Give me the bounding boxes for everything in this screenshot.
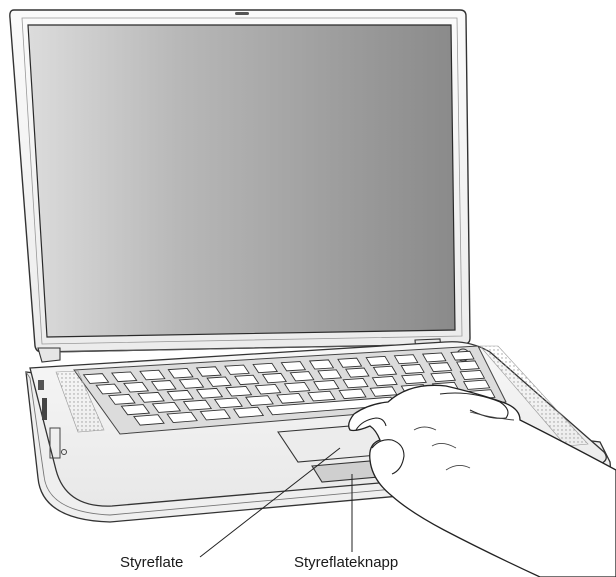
right-speaker-grille bbox=[479, 345, 589, 447]
keyboard-key[interactable] bbox=[450, 350, 475, 361]
keyboard-key[interactable] bbox=[206, 376, 232, 387]
keyboard-key[interactable] bbox=[195, 366, 222, 377]
keyboard-key[interactable] bbox=[82, 373, 110, 384]
keyboard-key[interactable] bbox=[307, 390, 336, 402]
camera-slot bbox=[235, 12, 249, 15]
keyboard-key[interactable] bbox=[107, 393, 136, 405]
keyboard-key[interactable] bbox=[224, 364, 250, 375]
keyboard-key[interactable] bbox=[150, 380, 177, 391]
label-trackpad: Styreflate bbox=[120, 554, 184, 571]
label-trackpad-button: Styreflateknapp bbox=[294, 554, 399, 571]
keyboard-key[interactable] bbox=[308, 359, 335, 370]
keyboard-key[interactable] bbox=[252, 362, 279, 374]
keyboard-key[interactable] bbox=[182, 399, 213, 411]
keyboard-key[interactable] bbox=[371, 375, 398, 387]
keyboard-key[interactable] bbox=[459, 370, 486, 381]
keyboard-key[interactable] bbox=[283, 381, 311, 393]
keyboard-key[interactable] bbox=[393, 354, 419, 365]
keyboard-key[interactable] bbox=[261, 372, 287, 384]
keyboard-key[interactable] bbox=[338, 388, 367, 400]
keyboard-key[interactable] bbox=[234, 374, 260, 386]
keyboard-key[interactable] bbox=[151, 401, 182, 413]
keyboard-key[interactable] bbox=[213, 397, 243, 409]
keyboard-key[interactable] bbox=[95, 383, 122, 395]
keyboard-key[interactable] bbox=[167, 368, 194, 379]
keyboard-key[interactable] bbox=[139, 369, 166, 381]
hand bbox=[348, 384, 616, 577]
keyboard-key[interactable] bbox=[400, 373, 427, 385]
keyboard-key[interactable] bbox=[245, 395, 274, 406]
keyboard-key[interactable] bbox=[195, 387, 224, 399]
keyboard-key[interactable] bbox=[430, 372, 457, 383]
keyboard-key[interactable] bbox=[462, 379, 491, 390]
keyboard-key[interactable] bbox=[337, 357, 363, 368]
keyboard-key[interactable] bbox=[110, 371, 138, 383]
keyboard-key[interactable] bbox=[199, 409, 232, 421]
keyboard-key[interactable] bbox=[280, 361, 307, 372]
keyboard-key[interactable] bbox=[345, 367, 370, 378]
keyboard-key[interactable] bbox=[369, 386, 398, 397]
side-ports bbox=[38, 380, 67, 459]
keyboard-key[interactable] bbox=[428, 362, 453, 373]
keyboard-key[interactable] bbox=[166, 411, 198, 424]
keyboard-key[interactable] bbox=[276, 392, 305, 404]
keyboard-key[interactable] bbox=[317, 369, 343, 380]
keyboard-key[interactable] bbox=[120, 404, 151, 416]
screen bbox=[27, 24, 456, 338]
keyboard-key[interactable] bbox=[342, 377, 369, 389]
keyboard-key[interactable] bbox=[254, 383, 282, 395]
keyboard-key[interactable] bbox=[455, 360, 480, 371]
keyboard-key[interactable] bbox=[313, 379, 340, 391]
keyboard-key[interactable] bbox=[289, 371, 315, 382]
keyboard-key[interactable] bbox=[421, 352, 447, 363]
keyboard[interactable] bbox=[82, 350, 496, 426]
left-speaker-grille bbox=[55, 370, 105, 433]
keyboard-key[interactable] bbox=[133, 414, 165, 426]
keyboard-key[interactable] bbox=[166, 389, 195, 401]
keyboard-key[interactable] bbox=[123, 381, 150, 393]
keyboard-key[interactable] bbox=[232, 406, 265, 418]
keyboard-key[interactable] bbox=[225, 385, 253, 397]
leader-line-trackpad bbox=[199, 447, 341, 558]
keyboard-key[interactable] bbox=[137, 391, 165, 403]
keyboard-key[interactable] bbox=[400, 363, 425, 374]
keyboard-key[interactable] bbox=[372, 365, 398, 376]
keyboard-key[interactable] bbox=[178, 378, 205, 389]
keyboard-key[interactable] bbox=[365, 355, 391, 366]
